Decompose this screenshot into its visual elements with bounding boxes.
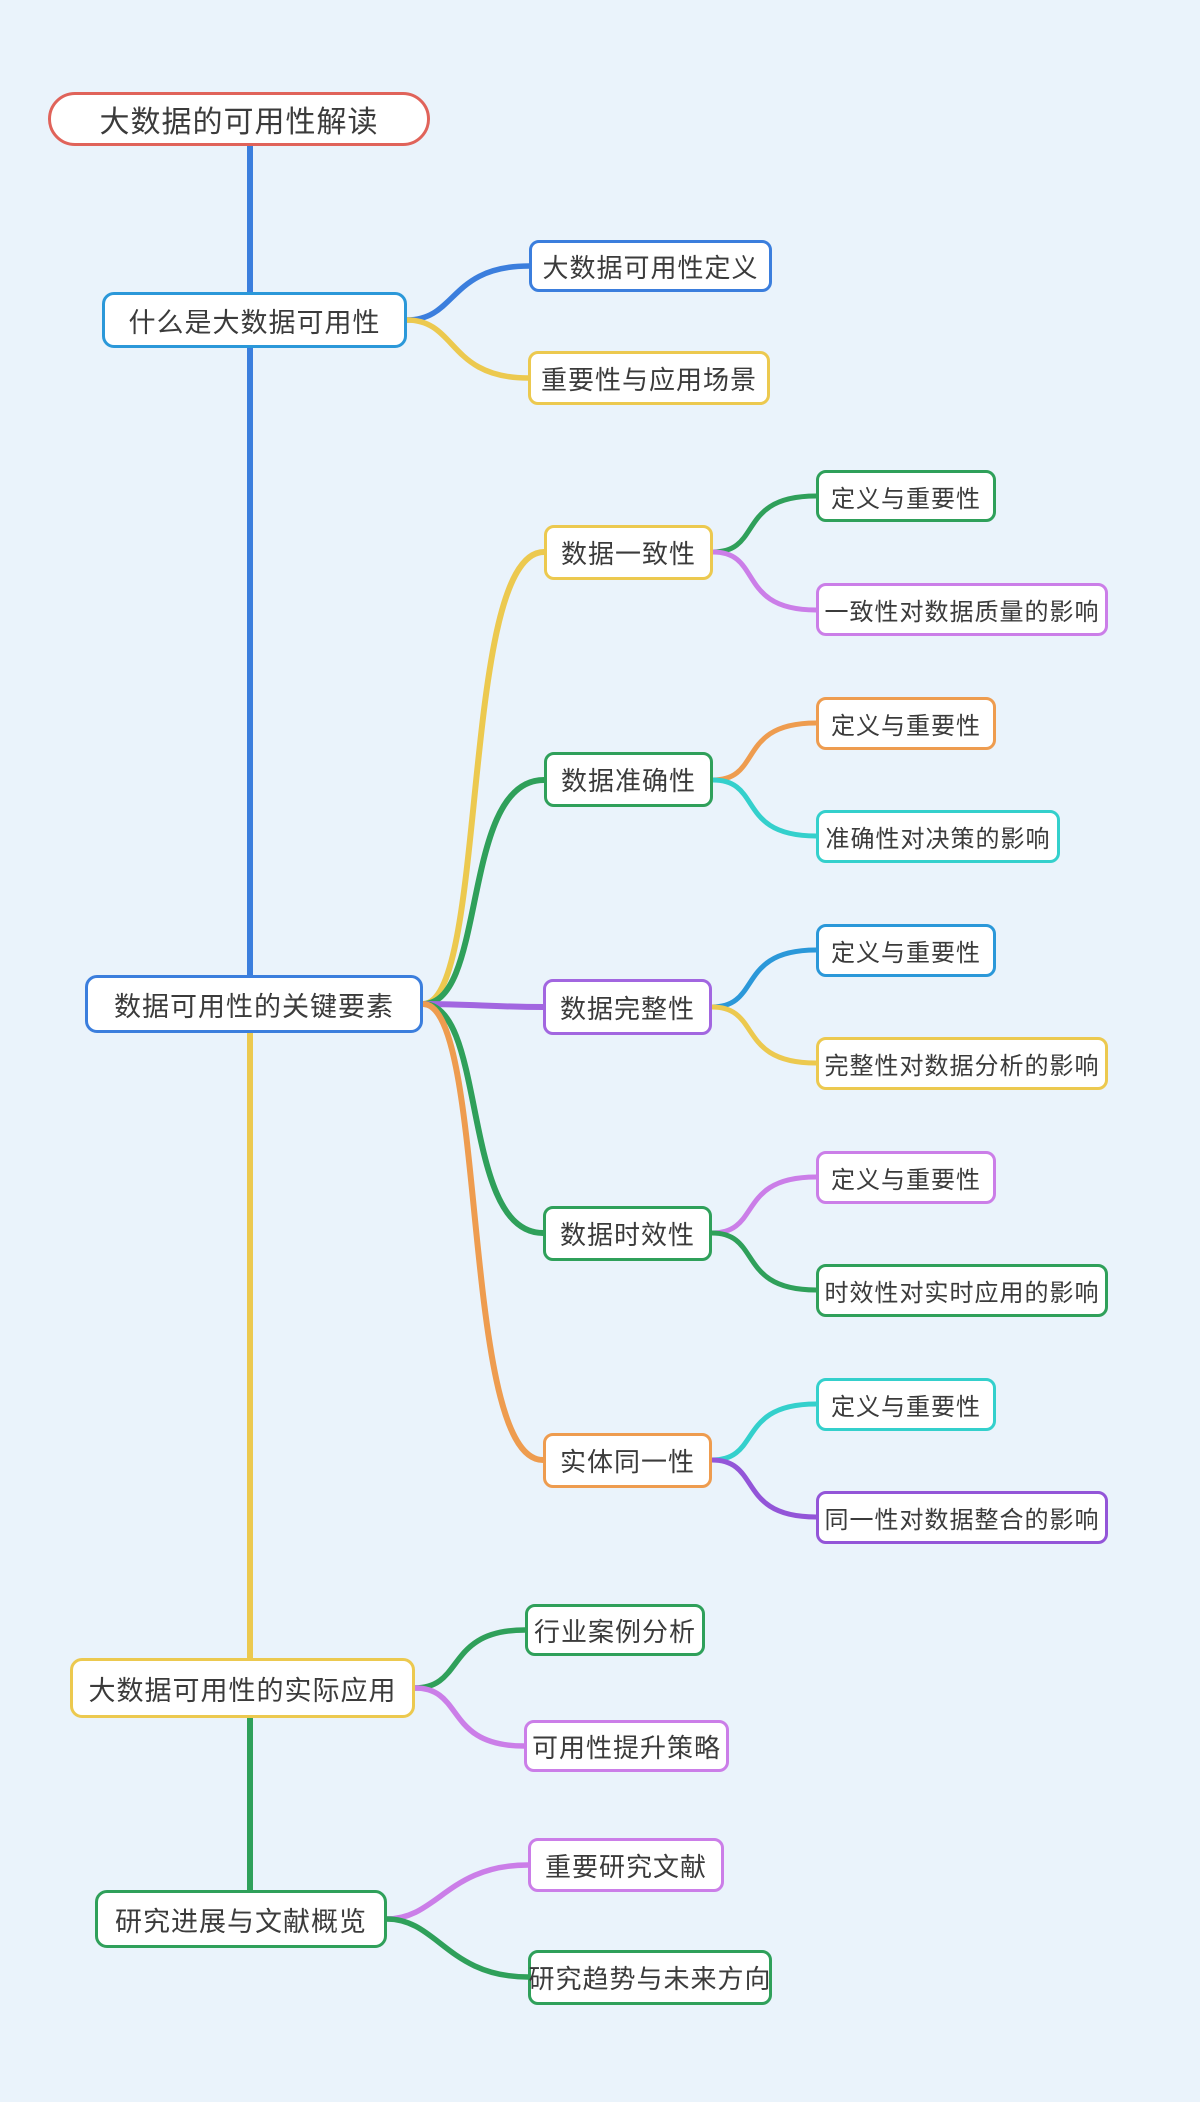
node-timeliness-realtime-impact[interactable]: 时效性对实时应用的影响 <box>816 1264 1108 1317</box>
connector-consistency-child2 <box>710 549 819 613</box>
node-data-completeness[interactable]: 数据完整性 <box>543 979 712 1035</box>
connector-identity-child1 <box>709 1401 819 1463</box>
branch-key-elements[interactable]: 数据可用性的关键要素 <box>85 975 423 1033</box>
node-consistency-quality-impact[interactable]: 一致性对数据质量的影响 <box>816 583 1108 636</box>
connector-branch1-child1 <box>404 263 532 323</box>
node-accuracy-definition[interactable]: 定义与重要性 <box>816 697 996 750</box>
node-industry-case-analysis[interactable]: 行业案例分析 <box>525 1604 705 1656</box>
node-entity-identity[interactable]: 实体同一性 <box>543 1433 712 1488</box>
connector-accuracy-child1 <box>710 720 819 783</box>
connector-branch3-child2 <box>412 1685 527 1749</box>
connector-completeness-child2 <box>709 1004 819 1066</box>
connector-branch2-identity <box>420 1001 546 1463</box>
node-availability-improvement-strategy[interactable]: 可用性提升策略 <box>524 1720 729 1772</box>
node-data-timeliness[interactable]: 数据时效性 <box>543 1206 712 1261</box>
connector-branch2-timeliness <box>420 1001 546 1236</box>
node-identity-definition[interactable]: 定义与重要性 <box>816 1378 996 1431</box>
connector-completeness-child1 <box>709 947 819 1010</box>
root-node[interactable]: 大数据的可用性解读 <box>48 92 430 146</box>
connector-branch2-completeness <box>420 1001 546 1010</box>
connector-branch4-child1 <box>384 1862 531 1922</box>
node-consistency-definition[interactable]: 定义与重要性 <box>816 470 996 522</box>
connector-timeliness-child2 <box>709 1230 819 1293</box>
connector-branch3-child1 <box>412 1627 528 1691</box>
node-timeliness-definition[interactable]: 定义与重要性 <box>816 1151 996 1204</box>
connector-branch4-child2 <box>384 1916 531 1980</box>
connector-branch1-child2 <box>404 317 531 381</box>
node-data-accuracy[interactable]: 数据准确性 <box>544 752 713 807</box>
connector-branch2-consistency <box>420 549 547 1007</box>
node-importance-scenarios[interactable]: 重要性与应用场景 <box>528 351 770 405</box>
node-data-consistency[interactable]: 数据一致性 <box>544 525 713 580</box>
branch-practical-applications[interactable]: 大数据可用性的实际应用 <box>70 1658 415 1718</box>
node-identity-integration-impact[interactable]: 同一性对数据整合的影响 <box>816 1491 1108 1544</box>
connector-accuracy-child2 <box>710 777 819 839</box>
connector-branch2-accuracy <box>420 777 547 1007</box>
node-research-trends-future[interactable]: 研究趋势与未来方向 <box>528 1950 772 2005</box>
connector-identity-child2 <box>709 1457 819 1520</box>
node-important-research-literature[interactable]: 重要研究文献 <box>528 1838 724 1892</box>
node-completeness-analysis-impact[interactable]: 完整性对数据分析的影响 <box>816 1037 1108 1090</box>
node-completeness-definition[interactable]: 定义与重要性 <box>816 924 996 977</box>
branch-research-literature[interactable]: 研究进展与文献概览 <box>95 1890 387 1948</box>
branch-what-is-availability[interactable]: 什么是大数据可用性 <box>102 292 407 348</box>
node-accuracy-decision-impact[interactable]: 准确性对决策的影响 <box>816 810 1060 863</box>
connector-timeliness-child1 <box>709 1174 819 1236</box>
connector-consistency-child1 <box>710 493 819 555</box>
node-availability-definition[interactable]: 大数据可用性定义 <box>529 240 772 292</box>
